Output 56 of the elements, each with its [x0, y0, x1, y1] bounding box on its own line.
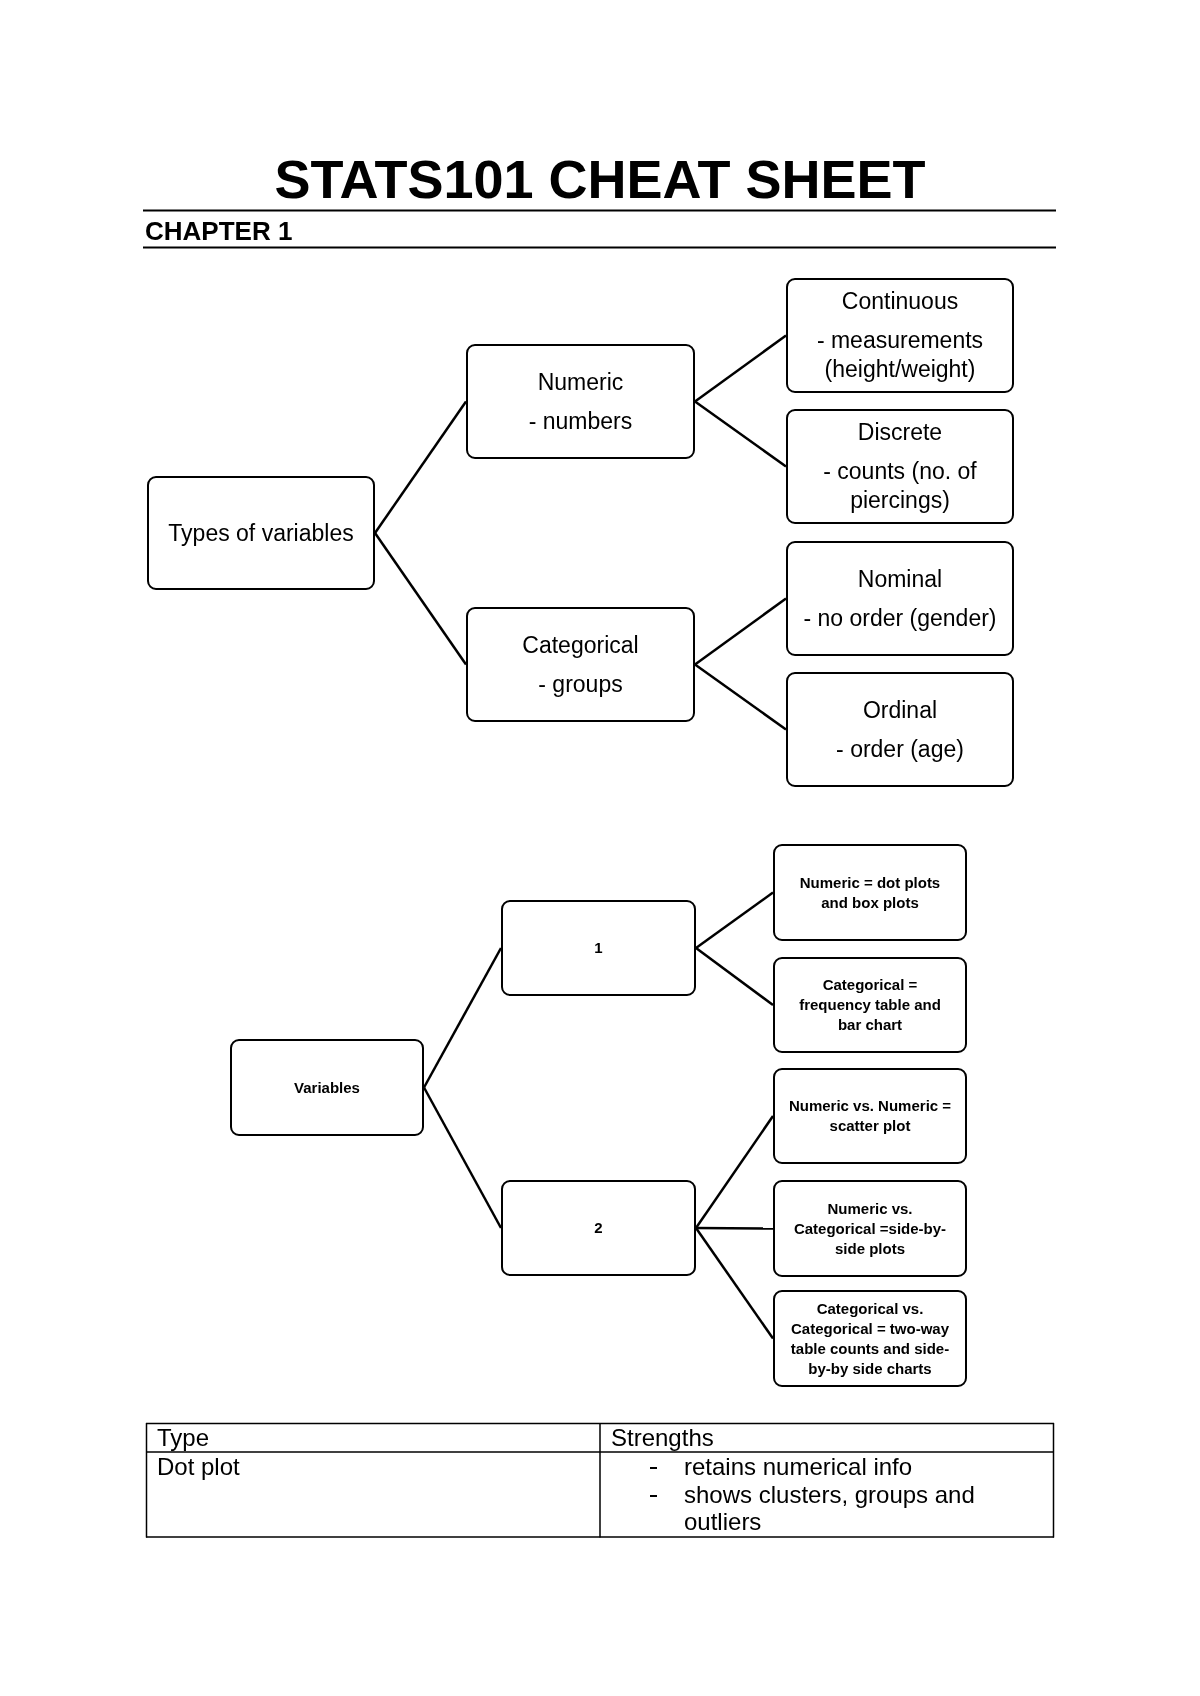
connector-line — [694, 1115, 775, 1229]
connector-line — [694, 597, 787, 666]
node-label: Numeric vs. Categorical =side-by-side plots — [792, 1198, 948, 1259]
category-box — [466, 344, 695, 459]
column-heading: Strengths — [611, 1424, 714, 1452]
connector-line — [696, 1226, 773, 1230]
category-box — [773, 957, 967, 1053]
category-box — [501, 900, 696, 996]
connector-line — [422, 947, 503, 1089]
category-box — [230, 1039, 424, 1136]
category-box — [147, 476, 375, 590]
node-label: Numeric vs. Numeric = scatter plot — [787, 1096, 953, 1136]
chapter-heading: CHAPTER 1 — [145, 218, 293, 244]
category-box — [466, 607, 695, 722]
category-box — [773, 1180, 967, 1277]
connector-line — [373, 532, 468, 666]
category-box — [773, 844, 967, 941]
node-label: Numeric = dot plots and box plots — [798, 872, 942, 913]
node-heading: Numeric — [537, 367, 624, 397]
node-heading: Continuous — [841, 287, 959, 316]
node-heading: Discrete — [857, 418, 943, 447]
connector-line — [694, 1227, 775, 1340]
category-box — [786, 278, 1014, 393]
connector-line — [694, 400, 787, 468]
node-description: - counts (no. of piercings) — [822, 457, 978, 515]
connector-line — [373, 400, 468, 534]
node-description: - groups — [538, 669, 623, 699]
node-label: Categorical vs. Categorical = two-way table counts and side-by-by side charts — [789, 1298, 951, 1379]
node-label: Variables — [294, 1077, 360, 1098]
category-box — [773, 1290, 967, 1387]
strength-item: retains numerical info — [684, 1453, 914, 1481]
node-heading: Categorical — [522, 630, 639, 660]
category-box — [501, 1180, 696, 1276]
category-box — [786, 409, 1014, 524]
page-title: STATS101 CHEAT SHEET — [274, 152, 926, 206]
category-box — [786, 672, 1014, 787]
column-heading: Type — [157, 1424, 210, 1452]
connector-line — [695, 891, 774, 949]
node-heading: Ordinal — [862, 695, 938, 725]
node-label: Types of variables — [168, 518, 354, 548]
category-box — [786, 541, 1014, 656]
connector-line — [695, 947, 774, 1006]
connector-line — [694, 663, 787, 731]
connector-line — [694, 334, 787, 403]
connector-line — [422, 1086, 503, 1229]
node-description: - order (age) — [836, 734, 964, 764]
type-name: Dot plot — [157, 1453, 240, 1481]
node-label: 1 — [594, 938, 603, 958]
node-heading: Nominal — [857, 564, 943, 594]
category-box — [773, 1068, 967, 1164]
node-description: - measurements (height/weight) — [815, 326, 985, 384]
node-label: 2 — [594, 1218, 603, 1238]
node-description: - no order (gender) — [803, 603, 997, 633]
node-description: - numbers — [528, 406, 633, 436]
strength-item: shows clusters, groups and outliers — [684, 1480, 976, 1536]
node-label: Categorical = frequency table and bar chart — [798, 975, 942, 1035]
